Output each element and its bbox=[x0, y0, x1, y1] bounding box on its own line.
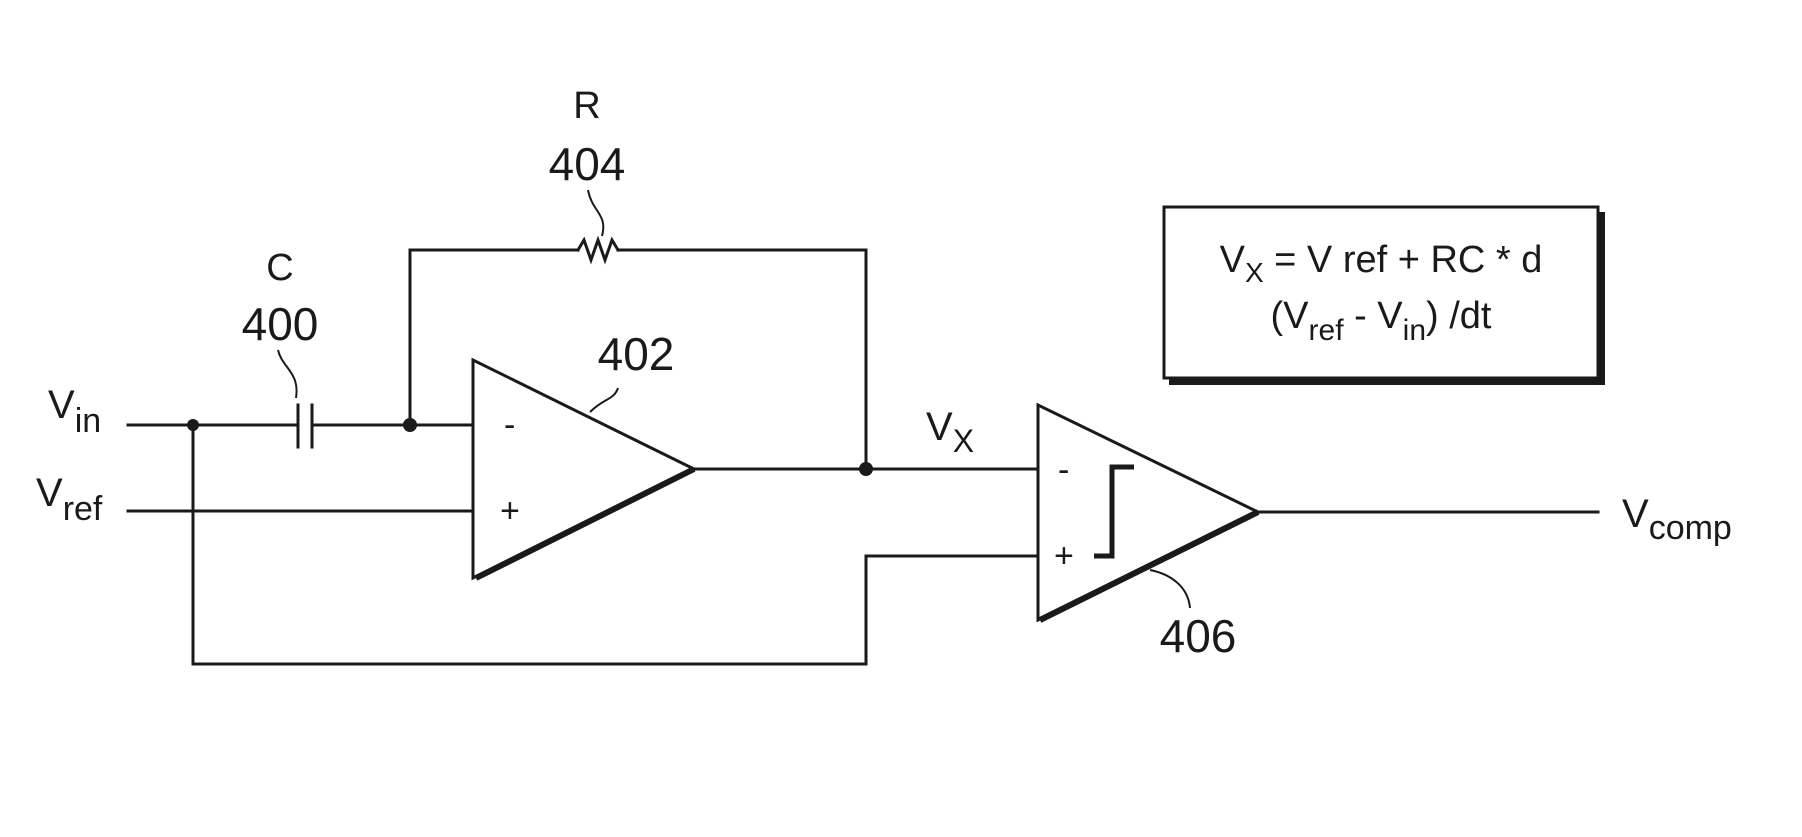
label-capacitor-ref: 400 bbox=[242, 298, 319, 350]
junction-inverting bbox=[403, 418, 417, 432]
opamp-402 bbox=[473, 360, 694, 578]
capacitor-symbol bbox=[278, 350, 312, 447]
resistor-symbol bbox=[578, 190, 618, 260]
comparator-plus-sign: + bbox=[1054, 537, 1074, 575]
label-opamp-ref: 402 bbox=[598, 328, 675, 380]
resistor-leader bbox=[588, 190, 603, 236]
equation-line-1: VX = V ref + RC * d bbox=[1220, 239, 1543, 288]
label-resistor-ref: 404 bbox=[549, 138, 626, 190]
label-vx: VX bbox=[926, 405, 974, 459]
label-vin: Vin bbox=[48, 383, 101, 440]
junction-vx bbox=[859, 462, 873, 476]
equation-box: VX = V ref + RC * d (Vref - Vin) /dt bbox=[1164, 207, 1605, 385]
opamp-minus-sign: - bbox=[504, 406, 515, 444]
comparator-minus-sign: - bbox=[1058, 451, 1069, 489]
comparator-406 bbox=[1038, 405, 1258, 620]
opamp-plus-sign: + bbox=[500, 492, 520, 530]
label-comparator-ref: 406 bbox=[1160, 610, 1237, 662]
label-capacitor-letter: C bbox=[266, 247, 293, 289]
label-vcomp: Vcomp bbox=[1622, 492, 1732, 547]
opamp-leader bbox=[590, 388, 618, 412]
junction-vin bbox=[187, 419, 199, 431]
opamp-triangle bbox=[473, 360, 694, 578]
label-resistor-letter: R bbox=[573, 85, 600, 127]
equation-box-frame bbox=[1164, 207, 1598, 378]
comparator-leader bbox=[1150, 570, 1190, 608]
capacitor-leader bbox=[278, 350, 297, 398]
comparator-triangle bbox=[1038, 405, 1258, 620]
resistor-zigzag bbox=[578, 240, 618, 260]
label-vref: Vref bbox=[36, 471, 103, 528]
